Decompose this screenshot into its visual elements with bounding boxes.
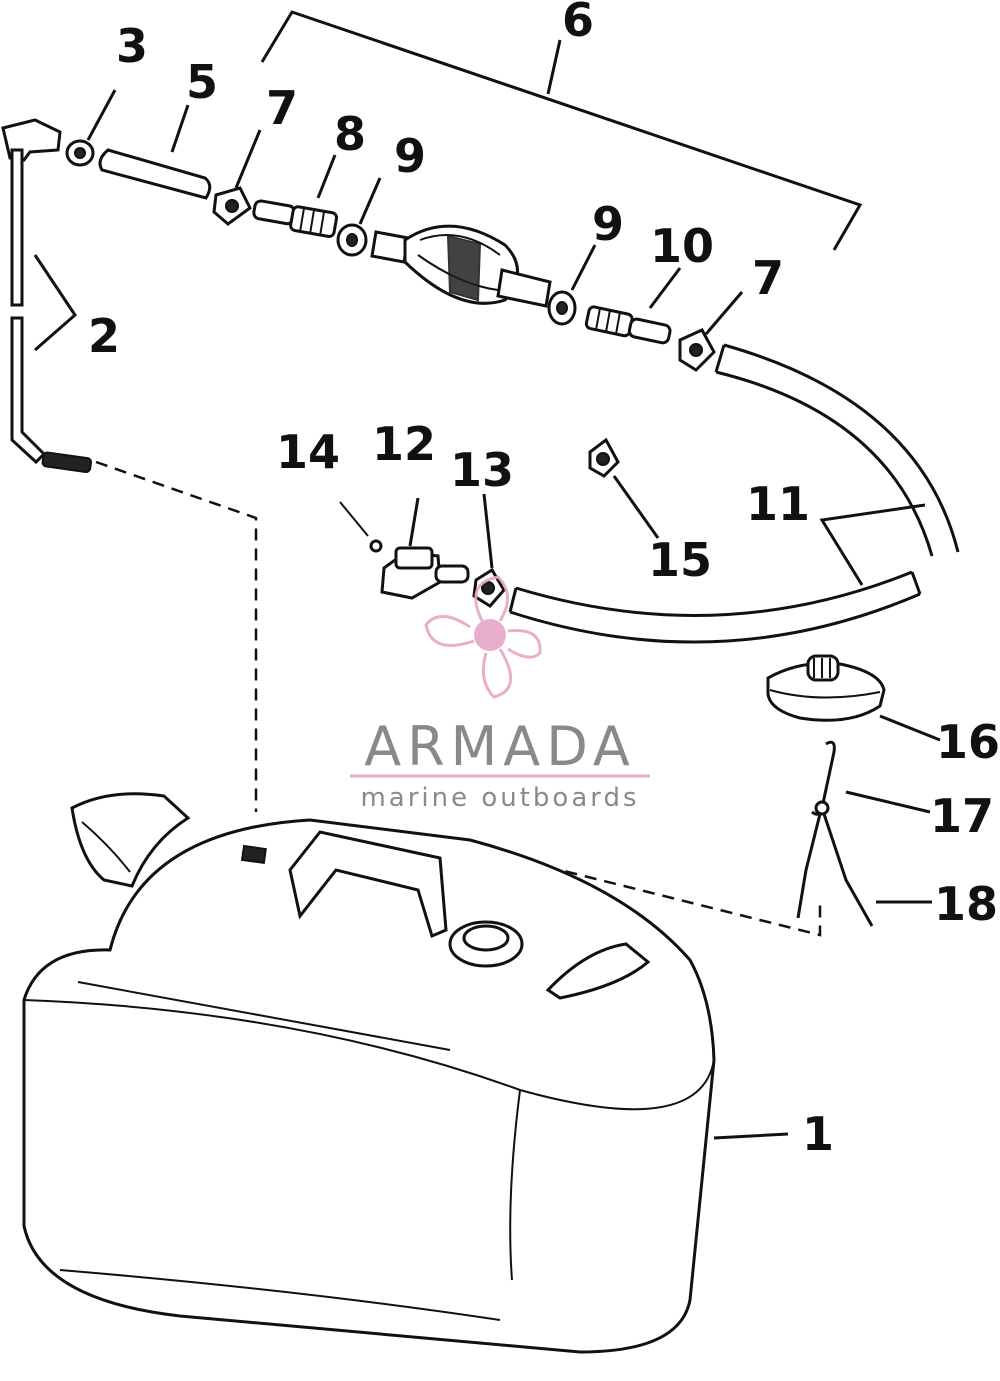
callout-12: 12 <box>372 417 436 471</box>
callout-13: 13 <box>450 443 514 497</box>
callout-11: 11 <box>746 477 810 531</box>
callout-15: 15 <box>648 533 712 587</box>
part-3-clamp <box>65 89 117 167</box>
callout-7-a: 7 <box>266 81 298 135</box>
callout-8: 8 <box>334 107 366 161</box>
watermark-tagline: marine outboards <box>360 783 639 813</box>
part-2-pickup-tube <box>1 118 93 474</box>
callout-9-b: 9 <box>592 197 624 251</box>
part-17-hook <box>811 740 931 816</box>
assembly-bracket-6 <box>260 10 863 251</box>
part-16-tank-cap <box>766 654 941 742</box>
callout-6: 6 <box>562 0 594 47</box>
part-9-clamp-a <box>336 177 382 257</box>
callout-7-b: 7 <box>752 251 784 305</box>
part-14-o-ring <box>339 501 383 553</box>
propeller-icon <box>424 575 542 699</box>
part-12-fuel-connector <box>380 497 470 600</box>
callout-10: 10 <box>650 219 714 273</box>
part-1-fuel-tank <box>22 792 789 1354</box>
part-5-hose <box>98 104 212 200</box>
callout-1: 1 <box>802 1107 834 1161</box>
callout-labels: 1 2 3 5 6 7 8 9 9 10 7 11 12 13 14 15 16… <box>88 0 1000 1161</box>
callout-14: 14 <box>276 425 340 479</box>
part-18-tether <box>796 800 932 927</box>
part-13-clamp <box>472 493 506 608</box>
primer-bulb <box>370 224 552 308</box>
part-9-clamp-b <box>547 244 597 326</box>
part-11-fuel-hose <box>508 343 960 644</box>
part-10-connector <box>584 267 682 345</box>
part-7-clamp-b <box>678 291 744 372</box>
part-8-connector <box>252 154 339 238</box>
callout-17: 17 <box>930 789 994 843</box>
part-7-clamp-a <box>212 129 262 226</box>
callout-9-a: 9 <box>394 129 426 183</box>
callout-2: 2 <box>88 309 120 363</box>
watermark: ARMADA marine outboards <box>350 575 650 813</box>
callout-18: 18 <box>934 877 998 931</box>
callout-3: 3 <box>116 19 148 73</box>
callout-16: 16 <box>936 715 1000 769</box>
part-15-clip <box>588 437 660 539</box>
callout-5: 5 <box>186 55 218 109</box>
watermark-brand: ARMADA <box>364 715 636 778</box>
